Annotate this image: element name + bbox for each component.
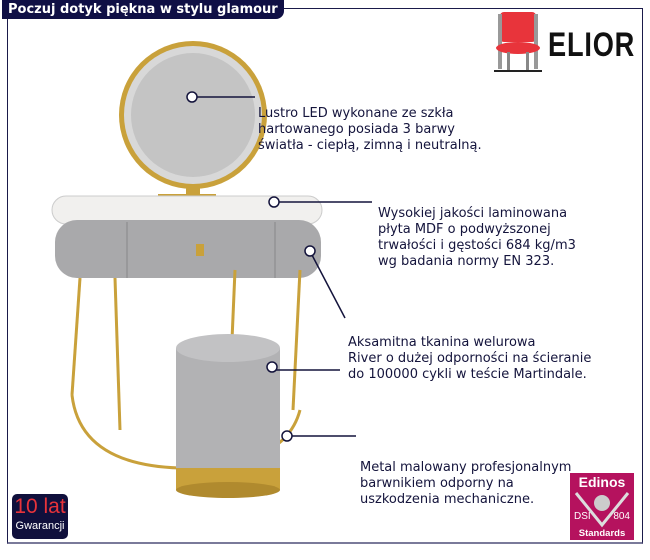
brand-logo: ELIOR [548,26,636,64]
certificate-v-icon [574,492,630,528]
certificate-badge: Edinos DSI 804 Standards [570,473,634,540]
chair-logo-icon [494,12,542,72]
warranty-label: Gwarancji [15,520,65,532]
content-frame [7,8,643,544]
warranty-years: 10 lat [14,495,66,518]
certificate-left: DSI [574,511,591,522]
warranty-badge: 10 lat Gwarancji [12,494,68,539]
certificate-label: Standards [578,528,626,539]
page-title: Poczuj dotyk piękna w stylu glamour [2,0,284,19]
certificate-name: Edinos [578,474,626,490]
certificate-right: 804 [613,511,630,522]
